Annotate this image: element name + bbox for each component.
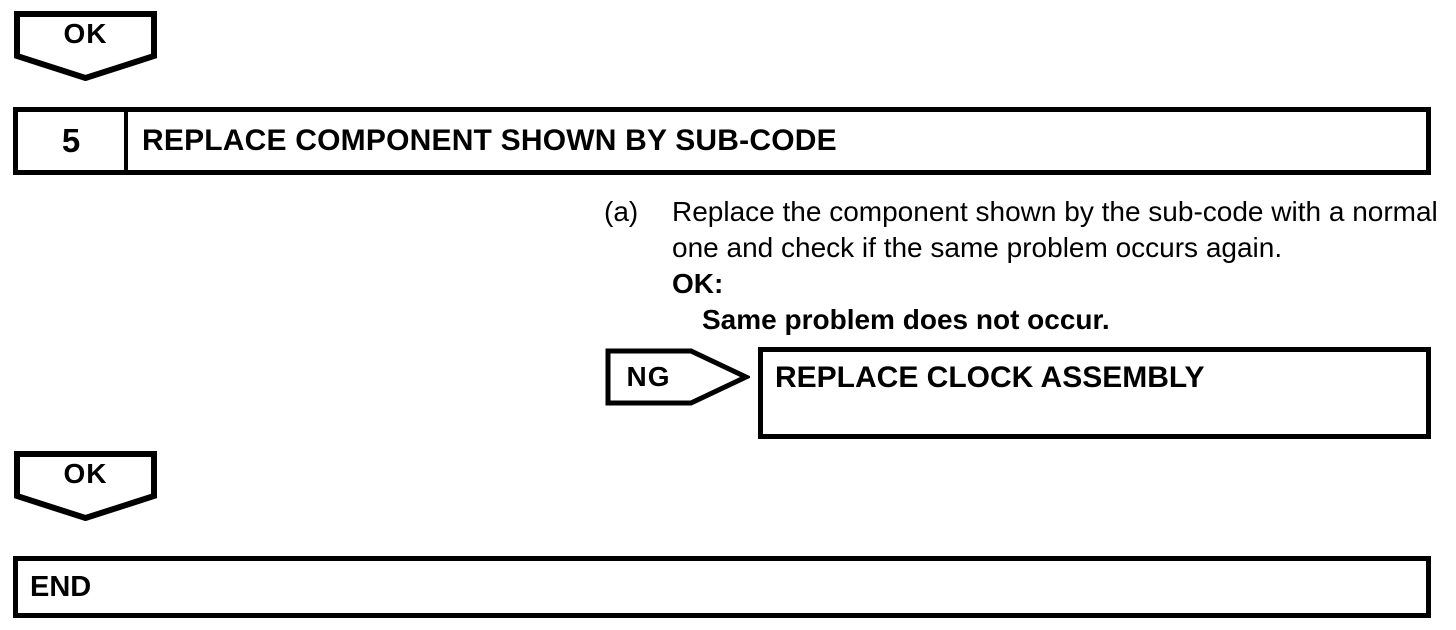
ng-connector-label: NG <box>626 361 671 392</box>
step-title: REPLACE COMPONENT SHOWN BY SUB-CODE <box>142 124 837 157</box>
ok-result-heading: OK: <box>672 268 724 299</box>
pentagon-down-icon <box>14 451 157 521</box>
instruction-text: Replace the component shown by the sub-c… <box>672 196 1438 263</box>
pentagon-right-icon <box>605 348 750 406</box>
pentagon-down-icon <box>14 11 157 81</box>
ng-action-box: REPLACE CLOCK ASSEMBLY <box>758 347 1431 439</box>
end-terminal-box: END <box>13 556 1431 618</box>
ok-connector-top-label: OK <box>63 18 108 49</box>
ok-connector-bottom: OK <box>14 451 157 521</box>
ok-result-condition: Same problem does not occur. <box>702 304 1110 335</box>
step-header-box: 5 REPLACE COMPONENT SHOWN BY SUB-CODE <box>13 107 1431 175</box>
ok-connector-bottom-label: OK <box>63 458 108 489</box>
ok-connector-top: OK <box>14 11 157 81</box>
instruction-marker: (a) <box>604 196 639 227</box>
step-number: 5 <box>18 112 128 170</box>
ng-connector: NG <box>605 348 750 406</box>
